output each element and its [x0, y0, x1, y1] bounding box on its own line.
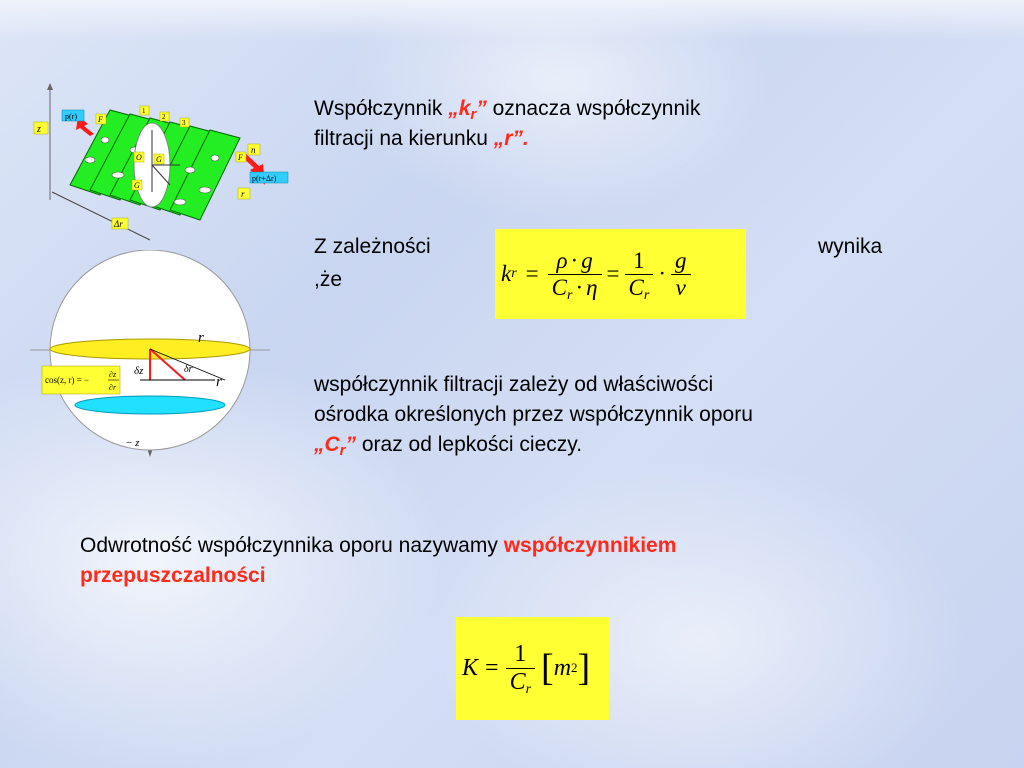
fig2-dz-label: δz	[134, 365, 144, 377]
resistance-line-1: współczynnik filtracji zależy od właściw…	[314, 373, 714, 396]
resistance-line-2: ośrodka określonych przez współczynnik o…	[314, 403, 753, 426]
definition-paragraph: Współczynnik „kr” oznacza współczynnik f…	[314, 94, 874, 154]
fig2-cos-label: cos(z, r) = −	[45, 375, 89, 385]
dependency-lead: Z zależności	[314, 235, 431, 258]
fig1-g-label: G	[134, 181, 140, 190]
fig1-r-label: r	[241, 189, 245, 199]
fig1-dr-label: Δr	[113, 219, 123, 229]
fig1-f1-label: F	[97, 115, 103, 124]
permeability-highlight-2: przepuszczalności	[80, 564, 266, 587]
fig1-p-rdr-label: p(r+Δr)	[252, 174, 277, 183]
resistance-paragraph: współczynnik filtracji zależy od właściw…	[314, 370, 934, 460]
kr-term: „kr”	[448, 97, 487, 123]
fig2-r-top-label: r	[198, 330, 204, 346]
fig1-p-r-label: p(r)	[65, 112, 77, 121]
fig1-g1-label: G	[156, 155, 162, 164]
dependency-tail: wynika	[818, 235, 883, 258]
fig1-z-label: z	[36, 124, 41, 135]
formula-fraction-1: ρ·g Cr·η	[547, 248, 602, 302]
permeability-paragraph: Odwrotność współczynnika oporu nazywamy …	[80, 531, 940, 591]
cr-term: „Cr”	[314, 433, 357, 459]
formula-fraction-2: 1 Cr	[624, 248, 654, 302]
definition-text-1: Współczynnik	[314, 97, 449, 120]
dependency-cont: ,że	[314, 268, 343, 291]
fig2-dr-label: δr	[184, 364, 193, 375]
filtration-plates-figure: z p(r) p(r+Δr) r Δr n F F O G G 1 2 3	[33, 83, 289, 241]
r-term: „r”.	[493, 127, 529, 150]
definition-text-2: oznacza współczynnik	[486, 97, 701, 120]
fig2-r-mid-label: r	[216, 374, 222, 390]
fig1-index-2: 2	[162, 113, 166, 121]
fig2-cos-den: ∂r	[109, 383, 117, 392]
permeability-fraction: 1 Cr	[505, 641, 536, 696]
permeability-text: Odwrotność współczynnika oporu nazywamy	[80, 534, 504, 557]
top-band	[0, 0, 1024, 40]
fig1-n-label: n	[251, 145, 256, 155]
fig1-f2-label: F	[237, 153, 243, 162]
fig2-neg-z-label: − z	[125, 437, 140, 449]
fig2-cos-num: ∂z	[109, 370, 117, 379]
permeability-highlight-1: współczynnikiem	[503, 534, 677, 557]
fig1-o-label: O	[136, 153, 142, 162]
formula-fraction-3: g v	[671, 248, 691, 301]
sphere-figure: r r δz δr − z cos(z, r) = − ∂z ∂r	[30, 250, 270, 457]
fig1-index-1: 1	[142, 107, 146, 115]
fig1-index-3: 3	[182, 119, 186, 127]
resistance-line-3: oraz od lepkości cieczy.	[356, 433, 583, 456]
definition-text-3: filtracji na kierunku	[314, 127, 494, 150]
